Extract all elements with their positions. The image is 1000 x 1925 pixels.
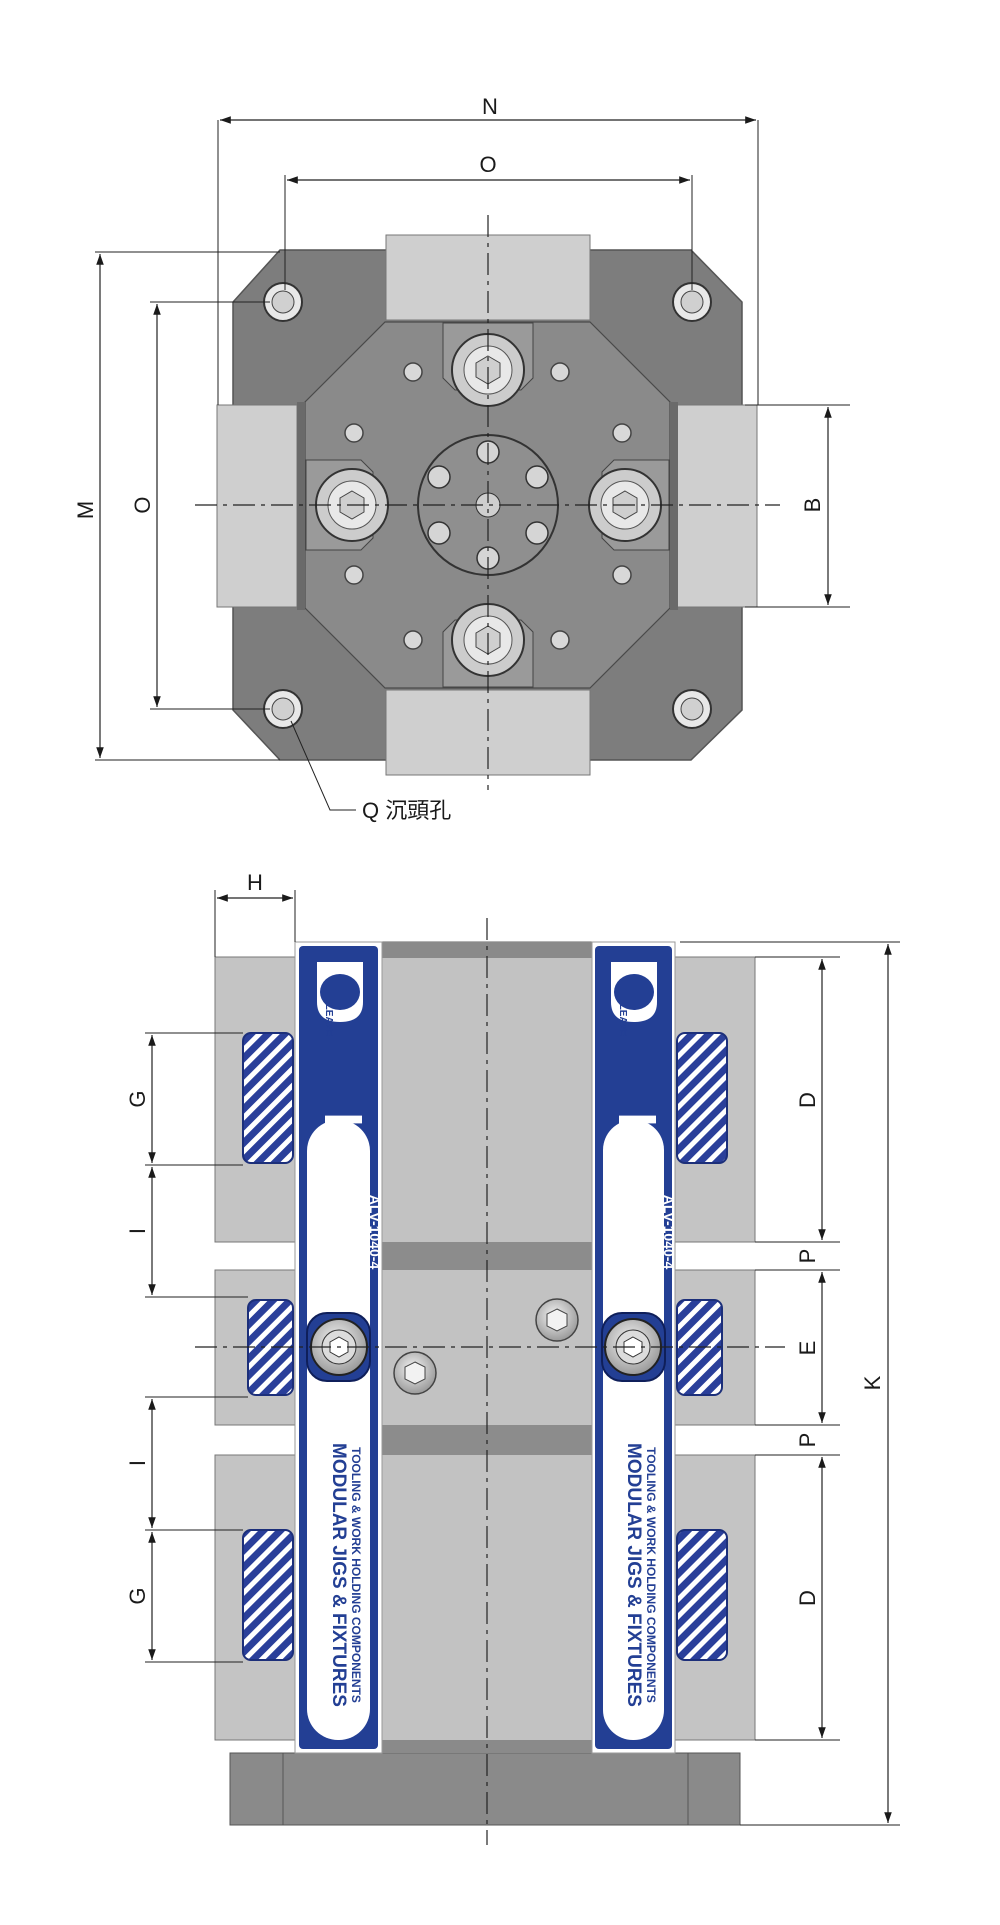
set-screw [403,630,423,650]
set-screw [612,423,632,443]
grip-pad [242,1032,294,1164]
dim-label-P-top: P [795,1249,820,1264]
dim-label-D-top: D [795,1092,820,1108]
brand-text: LEAVE [607,1112,667,1288]
grip-pad [676,1032,728,1164]
set-screw [612,565,632,585]
counterbore-hole [263,282,303,322]
top-view: N O M O B Q 沉頭孔 [73,94,850,823]
model-label: MODEL NO. [357,1143,367,1194]
set-screw [550,362,570,382]
base-foot [229,1752,741,1826]
callout-leader [290,720,356,811]
jaw-block-right [676,404,758,608]
logo-small-text: LEAVE [617,1004,628,1037]
grip-pad [676,1529,728,1661]
set-screw [403,362,423,382]
dim-label-I-bottom: I [125,1460,150,1466]
model-text: ALV-1040-4 [367,1195,383,1270]
dim-label-E: E [795,1341,820,1356]
set-screw [344,565,364,585]
jaw-block-left [216,404,298,608]
logo-small-text: LEAVE [323,1004,334,1037]
central-hub [417,434,559,576]
counterbore-hole [672,282,712,322]
counterbore-hole [672,689,712,729]
set-screw [344,423,364,443]
dim-label-O-vertical: O [130,496,155,513]
dim-label-G-bottom: G [125,1587,150,1604]
counterbore-hole [263,689,303,729]
tagline-2: TOOLING & WORK HOLDING COMPONENTS [644,1447,658,1703]
model-text: ALV-1040-4 [661,1195,677,1270]
dim-label-M: M [73,501,98,519]
grip-pad [242,1529,294,1661]
dim-label-P-bottom: P [795,1433,820,1448]
counterbore-callout: Q 沉頭孔 [362,798,451,823]
mount-bolt [535,1298,579,1342]
dim-label-D-bottom: D [795,1590,820,1606]
dim-label-K: K [860,1375,885,1390]
tagline-1: MODULAR JIGS & FIXTURES [328,1443,349,1707]
side-view: LEAVE LEAVE MODEL NO. ALV-1040-4 MODULAR… [125,870,900,1845]
tagline-2: TOOLING & WORK HOLDING COMPONENTS [349,1447,363,1703]
mount-bolt [393,1351,437,1395]
dim-label-G-top: G [125,1090,150,1107]
dim-label-N: N [482,94,498,119]
dim-label-I-top: I [125,1228,150,1234]
tagline-1: MODULAR JIGS & FIXTURES [623,1443,644,1707]
dim-label-O-horizontal: O [479,152,496,177]
dim-label-H: H [247,870,263,895]
brand-text: LEAVE [313,1112,373,1288]
set-screw [550,630,570,650]
model-label: MODEL NO. [651,1143,661,1194]
dim-label-B: B [800,498,825,513]
